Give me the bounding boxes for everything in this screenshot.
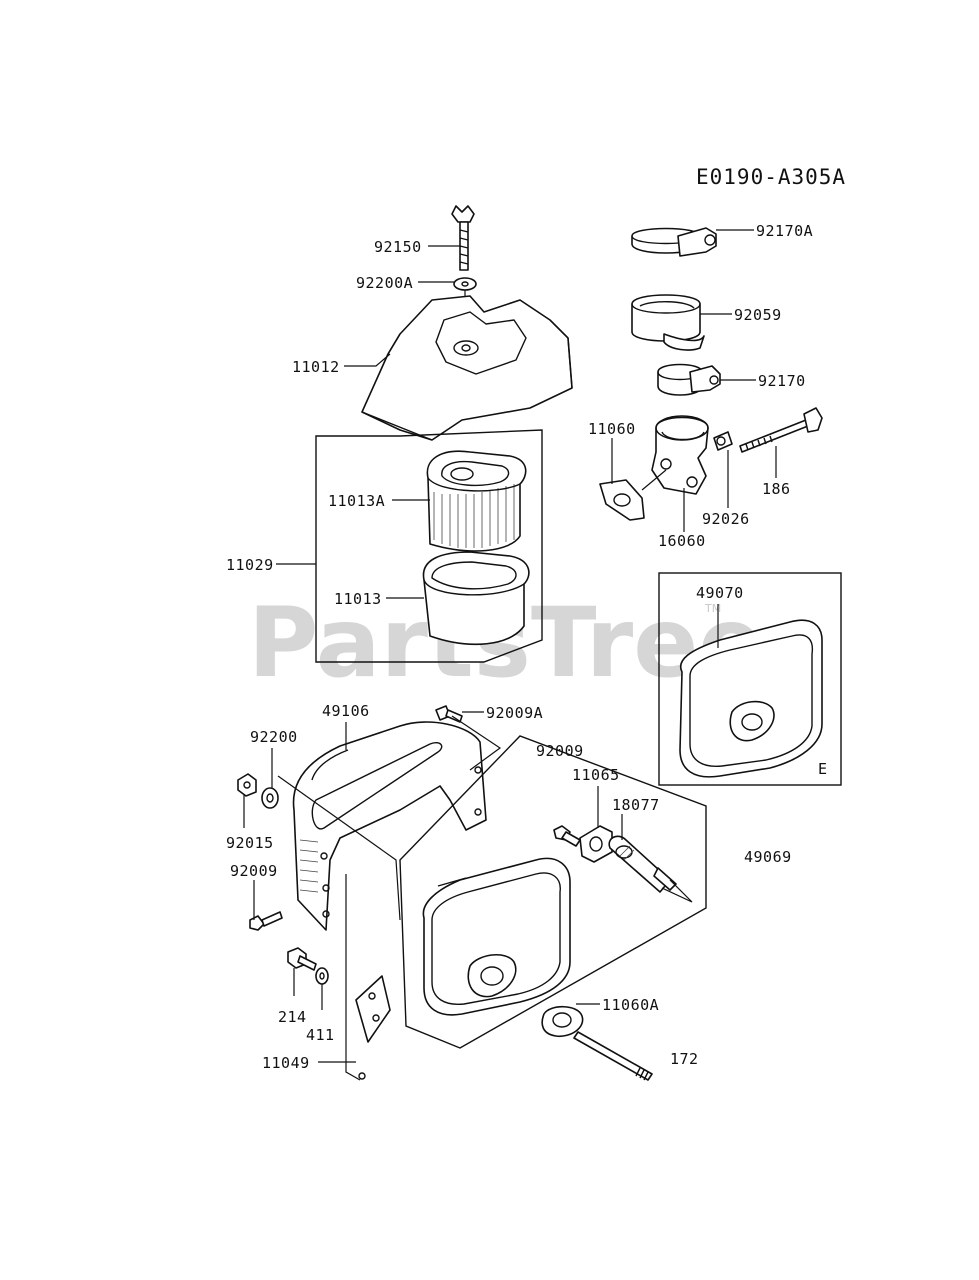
label-11012[interactable]: 11012 <box>292 358 340 376</box>
wing-bolt-92150[interactable] <box>451 205 475 271</box>
washer-92200[interactable] <box>261 787 279 809</box>
pre-cleaner-11013[interactable] <box>422 551 530 646</box>
filter-element-11013A[interactable] <box>426 450 527 552</box>
collar-92026[interactable] <box>713 431 733 451</box>
label-92150[interactable]: 92150 <box>374 238 422 256</box>
muffler-cover-49106[interactable] <box>292 721 487 931</box>
spark-arrester-18077[interactable] <box>608 835 677 893</box>
bracket-11049[interactable] <box>345 874 391 1081</box>
washer-411[interactable] <box>315 967 329 985</box>
gasket-11065[interactable] <box>579 825 613 863</box>
label-49069[interactable]: 49069 <box>744 848 792 866</box>
hose-92059[interactable] <box>631 294 705 351</box>
label-411[interactable]: 411 <box>306 1026 335 1044</box>
inset-box-e <box>658 572 842 786</box>
label-92200A[interactable]: 92200A <box>356 274 413 292</box>
label-186[interactable]: 186 <box>762 480 791 498</box>
label-172[interactable]: 172 <box>670 1050 699 1068</box>
assembly-box-11029 <box>315 429 543 663</box>
muffler-49070[interactable] <box>679 619 823 778</box>
bolt-186[interactable] <box>739 407 823 453</box>
label-11013[interactable]: 11013 <box>334 590 382 608</box>
bolt-214[interactable] <box>287 947 317 971</box>
label-49106[interactable]: 49106 <box>322 702 370 720</box>
clamp-92170[interactable] <box>657 363 721 396</box>
label-214[interactable]: 214 <box>278 1008 307 1026</box>
label-92015[interactable]: 92015 <box>226 834 274 852</box>
label-11049[interactable]: 11049 <box>262 1054 310 1072</box>
gasket-11060A[interactable] <box>541 1005 584 1038</box>
watermark-tm: TM <box>704 602 721 615</box>
muffler-49069[interactable] <box>422 857 571 1016</box>
nut-92015[interactable] <box>237 773 257 797</box>
inset-letter-e: E <box>818 760 828 778</box>
gasket-11060[interactable] <box>599 479 645 521</box>
clamp-92170A[interactable] <box>631 227 717 257</box>
label-49070[interactable]: 49070 <box>696 584 744 602</box>
bolt-92009-top[interactable] <box>553 825 581 847</box>
label-11060[interactable]: 11060 <box>588 420 636 438</box>
label-16060[interactable]: 16060 <box>658 532 706 550</box>
muffler-box-49069 <box>399 735 707 1049</box>
label-92026[interactable]: 92026 <box>702 510 750 528</box>
label-92059[interactable]: 92059 <box>734 306 782 324</box>
label-92009A[interactable]: 92009A <box>486 704 543 722</box>
label-11065[interactable]: 11065 <box>572 766 620 784</box>
label-18077[interactable]: 18077 <box>612 796 660 814</box>
stud-172[interactable] <box>573 1031 653 1081</box>
intake-pipe-16060[interactable] <box>651 415 709 495</box>
washer-92200A[interactable] <box>453 277 477 291</box>
label-92009-top[interactable]: 92009 <box>536 742 584 760</box>
bolt-92009-left[interactable] <box>249 911 283 931</box>
label-92170A[interactable]: 92170A <box>756 222 813 240</box>
air-cleaner-cover-11012[interactable] <box>361 295 573 441</box>
label-92200[interactable]: 92200 <box>250 728 298 746</box>
label-11029[interactable]: 11029 <box>226 556 274 574</box>
diagram-code: E0190-A305A <box>696 165 846 189</box>
label-92170[interactable]: 92170 <box>758 372 806 390</box>
label-11013A[interactable]: 11013A <box>328 492 385 510</box>
label-11060A[interactable]: 11060A <box>602 996 659 1014</box>
label-92009-left[interactable]: 92009 <box>230 862 278 880</box>
